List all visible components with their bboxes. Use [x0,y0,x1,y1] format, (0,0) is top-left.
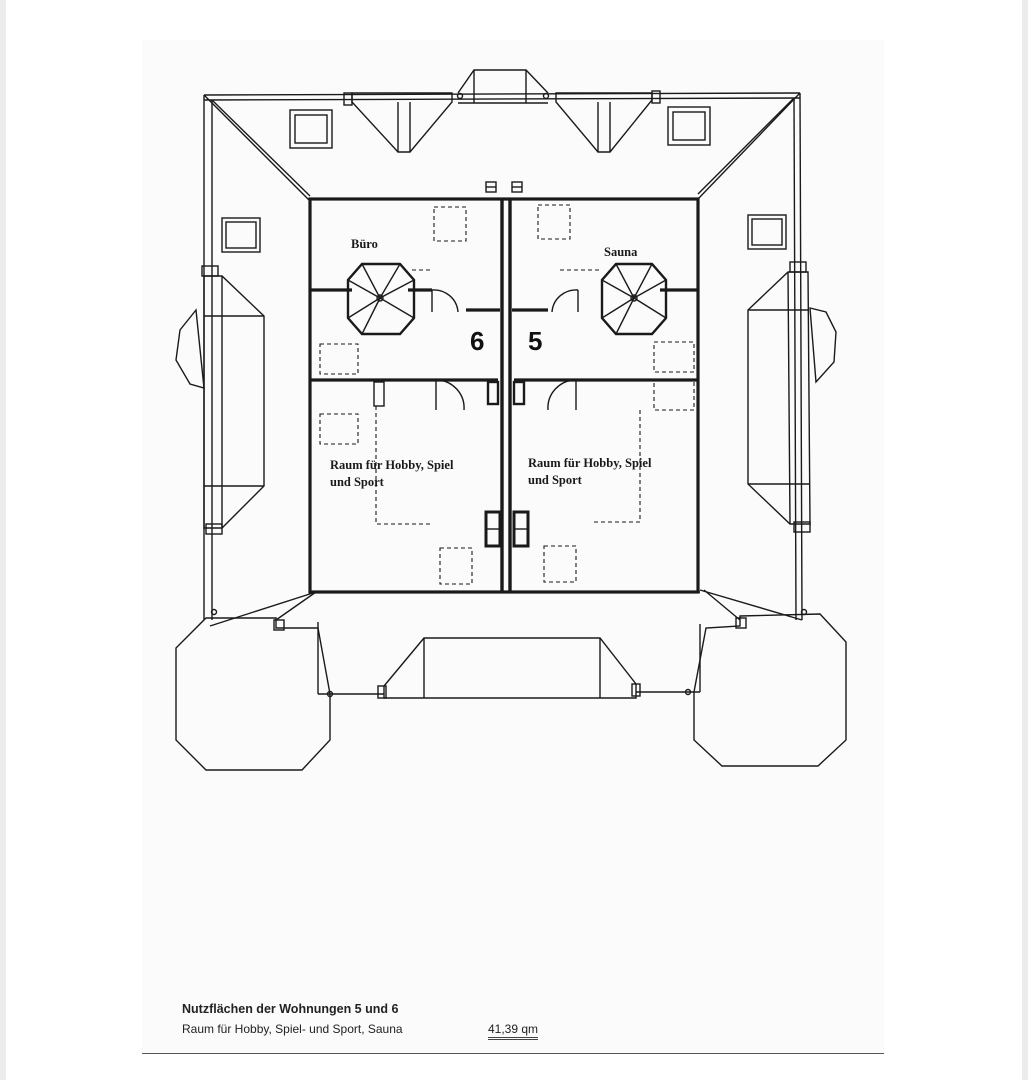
room-label-hobby-right-line2: und Sport [528,473,582,487]
corner-tower-right [693,608,847,767]
spiral-stair-left [346,262,416,336]
left-side-dormer [175,265,265,535]
caption-row-label: Raum für Hobby, Spiel- und Sport, Sauna [182,1022,403,1036]
top-bay [456,69,550,104]
skylights [221,106,787,253]
unit-number-left: 6 [470,326,485,356]
room-label-buero: Büro [351,237,378,251]
room-label-hobby-left: Raum für Hobby, Spiel und Sport [330,457,453,491]
room-label-hobby-right: Raum für Hobby, Spiel und Sport [528,455,651,489]
spiral-stair-right [600,262,668,336]
unit-number-right: 5 [528,326,543,356]
right-side-dormer [747,261,837,533]
corner-tower-left [175,608,331,771]
caption-title: Nutzflächen der Wohnungen 5 und 6 [182,1002,399,1016]
room-label-sauna: Sauna [604,245,638,259]
dashed-outlines [319,204,695,585]
room-label-hobby-left-line1: Raum für Hobby, Spiel [330,458,454,472]
caption-row-value: 41,39 qm [488,1022,539,1040]
chimneys [485,181,523,193]
room-label-hobby-right-line1: Raum für Hobby, Spiel [528,456,652,470]
roof-outline [203,92,803,627]
doors [431,289,579,411]
bottom-rule [142,1053,884,1054]
lower-section [275,589,741,699]
top-dormers [343,90,661,153]
apartment-walls [308,197,700,594]
room-label-hobby-left-line2: und Sport [330,475,384,489]
ducts [373,380,530,548]
